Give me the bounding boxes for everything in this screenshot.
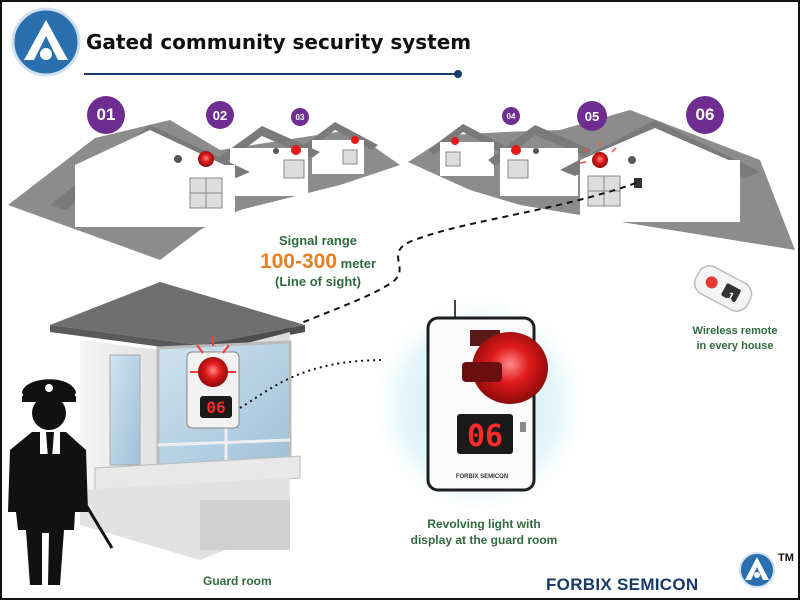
house-04 bbox=[428, 124, 505, 176]
signal-path bbox=[239, 182, 637, 351]
title-logo-icon bbox=[11, 7, 81, 77]
security-guard-icon bbox=[8, 379, 114, 585]
house-badge-03: 03 bbox=[291, 108, 309, 126]
house-badge-06: 06 bbox=[686, 96, 724, 134]
guard-room-label: Guard room bbox=[203, 574, 272, 588]
house-badge-04: 04 bbox=[502, 107, 520, 125]
revolving-light-icon bbox=[472, 332, 548, 404]
brand-name: FORBIX SEMICON bbox=[546, 575, 699, 594]
house-badge-01: 01 bbox=[87, 96, 125, 134]
page-title: Gated community security system bbox=[86, 30, 472, 54]
brand-logo-icon bbox=[739, 552, 775, 588]
signal-range-value: 100-300 bbox=[259, 250, 338, 273]
remote-label-line2: in every house bbox=[696, 340, 774, 352]
house-badge-02: 02 bbox=[206, 101, 234, 129]
device-display: 06 bbox=[467, 419, 503, 454]
guard-link-path bbox=[239, 359, 386, 409]
guard-room bbox=[50, 282, 305, 560]
light-label-line2: display at the guard room bbox=[410, 533, 558, 547]
house-badge-05: 05 bbox=[577, 101, 607, 131]
guard-alarm-unit bbox=[186, 336, 240, 429]
signal-range-label: Signal range 100-300 meter (Line of sigh… bbox=[258, 233, 378, 289]
remote-label: Wireless remote in every house bbox=[680, 324, 790, 354]
house-01 bbox=[50, 125, 250, 227]
revolving-light-device bbox=[426, 300, 548, 492]
remote-key: 1 bbox=[725, 290, 736, 303]
title-underline-dot bbox=[454, 70, 462, 78]
signal-heading: Signal range bbox=[278, 233, 358, 248]
light-label-line1: Revolving light with bbox=[427, 517, 541, 531]
signal-note: (Line of sight) bbox=[275, 274, 361, 289]
signal-range-unit: meter bbox=[340, 256, 377, 271]
houses-right bbox=[408, 110, 795, 250]
guard-display: 06 bbox=[206, 398, 225, 417]
light-label: Revolving light with display at the guar… bbox=[394, 516, 574, 548]
wireless-remote-icon bbox=[693, 265, 753, 312]
remote-label-line1: Wireless remote bbox=[692, 325, 778, 337]
device-brand: FORBIX SEMICON bbox=[456, 474, 508, 480]
houses-left bbox=[8, 120, 400, 260]
brand-tm: TM bbox=[778, 552, 794, 564]
